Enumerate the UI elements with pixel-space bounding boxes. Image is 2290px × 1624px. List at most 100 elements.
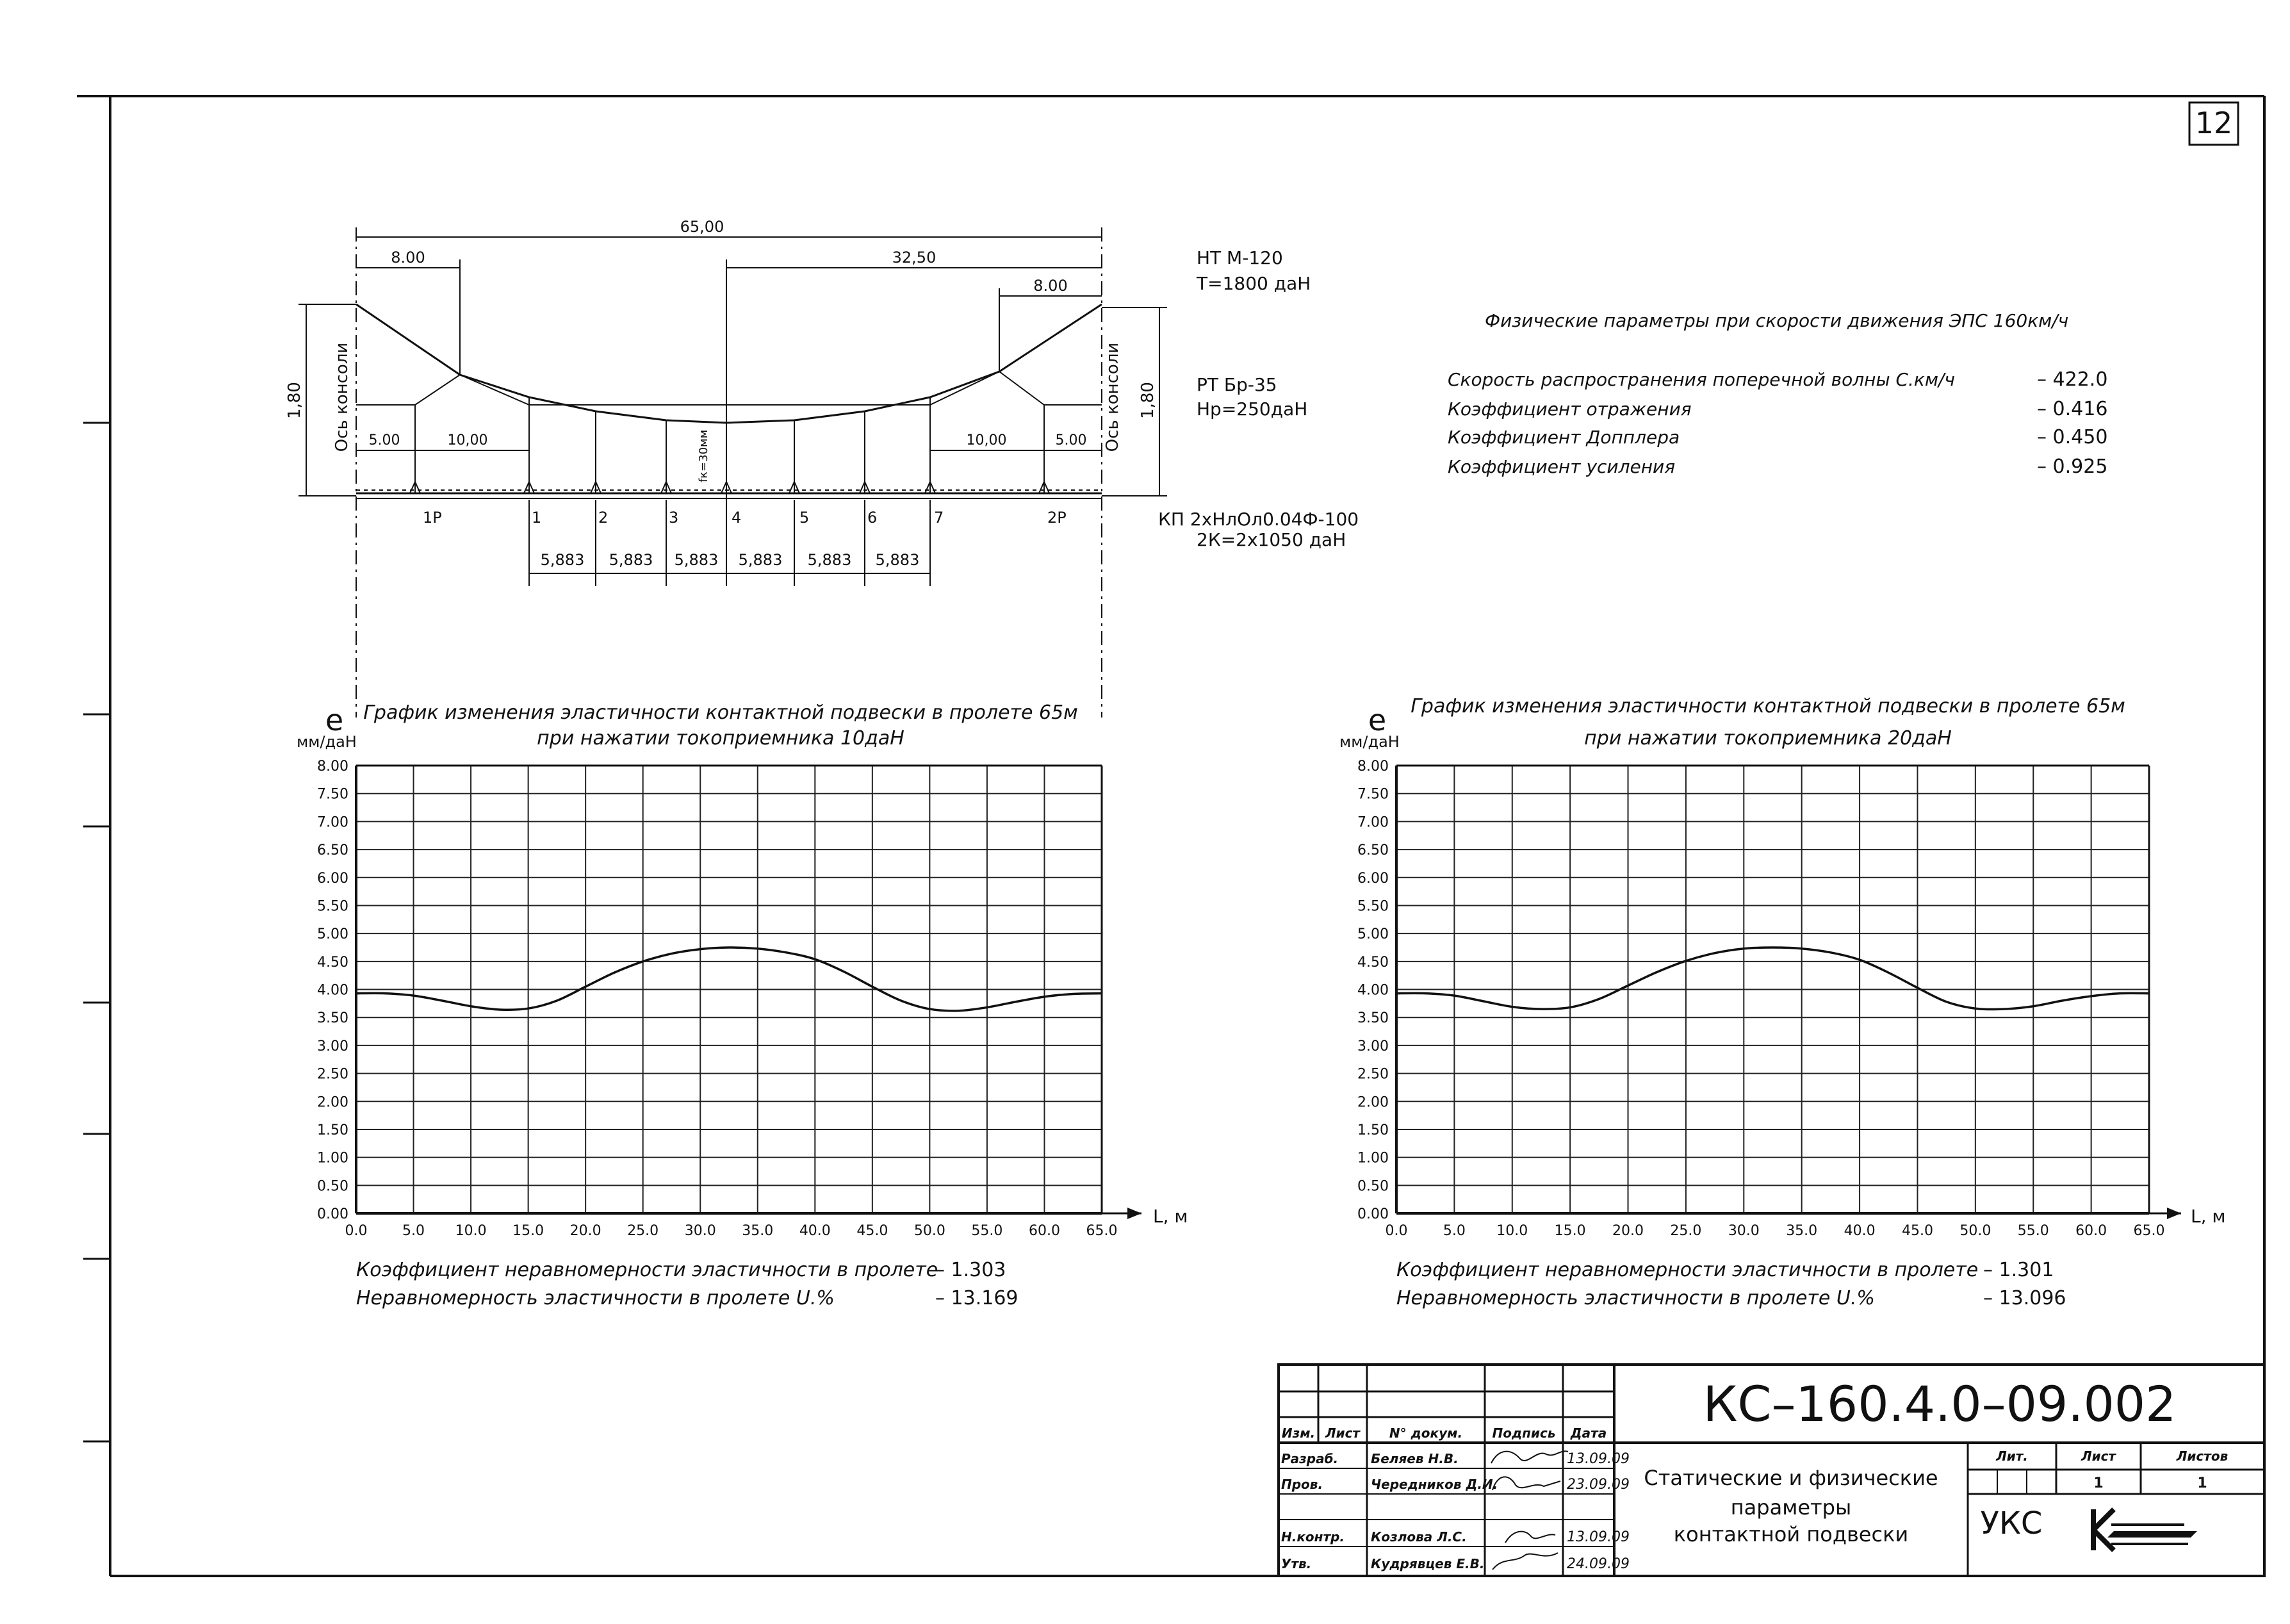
signature <box>1505 1530 1556 1543</box>
y-tick-label: 5.00 <box>317 926 348 942</box>
dim-10-left: 10,00 <box>448 432 488 448</box>
title-block: КС–160.4.0–09.002 Изм. Лист N° докум. По… <box>1277 1363 2266 1577</box>
rt-spec-2: Нр=250даН <box>1197 398 1307 420</box>
y-tick-label: 2.00 <box>1357 1094 1389 1110</box>
node-label: 4 <box>732 509 741 527</box>
role-label: Разраб. <box>1281 1451 1338 1466</box>
x-tick-label: 45.0 <box>1902 1223 1933 1239</box>
chart-title-line1: График изменения эластичности контактной… <box>363 701 1078 724</box>
elasticity-curve <box>1396 946 2150 1011</box>
x-tick-label: 65.0 <box>2134 1223 2165 1239</box>
sign-date: 23.09.09 <box>1567 1477 1630 1493</box>
x-tick-label: 60.0 <box>2075 1223 2107 1239</box>
sheet-number: 12 <box>2195 106 2233 140</box>
description-line3: контактной подвески <box>1674 1522 1908 1546</box>
signature <box>1492 1552 1558 1570</box>
spacing-label: 5,883 <box>808 551 852 569</box>
y-tick-label: 7.00 <box>1357 814 1389 830</box>
y-tick-label: 7.50 <box>1357 787 1389 803</box>
lit-header: Лит. <box>1995 1448 2028 1464</box>
sheet-header: Лист <box>2081 1448 2116 1464</box>
x-tick-label: 5.0 <box>1443 1223 1466 1239</box>
x-tick-label: 10.0 <box>455 1223 487 1239</box>
y-tick-label: 3.00 <box>1357 1038 1389 1054</box>
col-header: Подпись <box>1493 1425 1556 1441</box>
node-labels: 1Р 1 2 3 4 5 6 7 2Р <box>423 509 1067 527</box>
y-tick-label: 5.50 <box>1357 898 1389 914</box>
y-unit: мм/даН <box>297 733 357 751</box>
x-tick-label: 35.0 <box>742 1223 773 1239</box>
sheets-value: 1 <box>2197 1475 2207 1491</box>
x-tick-label: 20.0 <box>570 1223 601 1239</box>
spacing-label: 5,883 <box>739 551 783 569</box>
y-tick-label: 6.50 <box>1357 842 1389 858</box>
param-value: – 0.925 <box>2037 455 2107 478</box>
col-header: N° докум. <box>1389 1425 1462 1441</box>
node-label: 3 <box>669 509 678 527</box>
y-tick-label: 4.50 <box>317 955 348 971</box>
x-axis-arrow <box>1127 1208 1141 1219</box>
node-label: 1 <box>532 509 541 527</box>
y-tick-label: 2.50 <box>317 1067 348 1083</box>
elasticity-chart-10dan: График изменения эластичности контактной… <box>297 701 1188 1309</box>
y-tick-label: 6.00 <box>317 871 348 887</box>
stat2-label: Неравномерность эластичности в пролете U… <box>1396 1287 1875 1309</box>
param-label: Коэффициент Допплера <box>1448 427 1680 448</box>
rt-spec-1: РТ Бр-35 <box>1197 374 1277 395</box>
node-label: 5 <box>799 509 809 527</box>
role-label: Утв. <box>1281 1556 1311 1571</box>
x-tick-label: 5.0 <box>402 1223 425 1239</box>
x-tick-label: 15.0 <box>1555 1223 1586 1239</box>
param-value: – 0.450 <box>2037 426 2107 448</box>
x-unit: L, м <box>1153 1206 1188 1227</box>
spacing-label: 5,883 <box>675 551 719 569</box>
role-label: Пров. <box>1281 1477 1323 1492</box>
x-tick-label: 55.0 <box>2018 1223 2049 1239</box>
droppers <box>409 397 1050 494</box>
y-tick-label: 0.00 <box>1357 1206 1389 1222</box>
dim-span-total: 65,00 <box>680 218 724 236</box>
y-tick-label: 3.50 <box>317 1010 348 1026</box>
col-header: Дата <box>1570 1425 1607 1441</box>
col-header: Лист <box>1325 1425 1361 1441</box>
param-label: Коэффициент усиления <box>1448 456 1675 477</box>
stat1-value: – 1.301 <box>1983 1259 2054 1281</box>
chart-title-line2: при нажатии токоприемника 20даН <box>1584 727 1952 750</box>
y-tick-label: 2.50 <box>1357 1067 1389 1083</box>
node-label: 1Р <box>423 509 442 527</box>
x-tick-label: 65.0 <box>1086 1223 1118 1239</box>
sign-date: 13.09.09 <box>1567 1529 1630 1545</box>
physical-parameters: Физические параметры при скорости движен… <box>1448 310 2107 478</box>
y-tick-label: 4.00 <box>317 983 348 999</box>
y-tick-label: 5.00 <box>1357 926 1389 942</box>
x-axis-arrow <box>2167 1208 2181 1219</box>
spacing-label: 5,883 <box>541 551 585 569</box>
person-name: Кудрявцев Е.В. <box>1371 1556 1484 1571</box>
document-code: КС–160.4.0–09.002 <box>1703 1375 2176 1432</box>
stitch-wire <box>356 370 1102 406</box>
y-tick-label: 1.50 <box>1357 1122 1389 1138</box>
person-name: Беляев Н.В. <box>1371 1451 1459 1466</box>
node-label: 2 <box>598 509 608 527</box>
signature <box>1492 1476 1561 1491</box>
y-unit: мм/даН <box>1339 733 1400 751</box>
dropper-spacing: 5,883 5,883 5,883 5,883 5,883 5,883 <box>528 500 931 586</box>
x-tick-label: 40.0 <box>1844 1223 1876 1239</box>
x-tick-label: 60.0 <box>1029 1223 1060 1239</box>
y-symbol: е <box>325 703 343 737</box>
x-tick-label: 55.0 <box>971 1223 1002 1239</box>
y-tick-label: 2.00 <box>317 1094 348 1110</box>
signature <box>1491 1450 1569 1464</box>
height-right: 1,80 <box>1138 382 1157 419</box>
spacing-label: 5,883 <box>876 551 920 569</box>
physical-title: Физические параметры при скорости движен… <box>1485 310 2068 331</box>
node-label: 6 <box>867 509 877 527</box>
x-tick-label: 50.0 <box>914 1223 945 1239</box>
nt-spec-1: НТ М-120 <box>1197 247 1283 268</box>
x-tick-label: 0.0 <box>345 1223 368 1239</box>
y-tick-label: 6.50 <box>317 842 348 858</box>
spacing-label: 5,883 <box>609 551 653 569</box>
y-tick-label: 0.50 <box>1357 1178 1389 1194</box>
param-label: Скорость распространения поперечной волн… <box>1448 369 1955 390</box>
